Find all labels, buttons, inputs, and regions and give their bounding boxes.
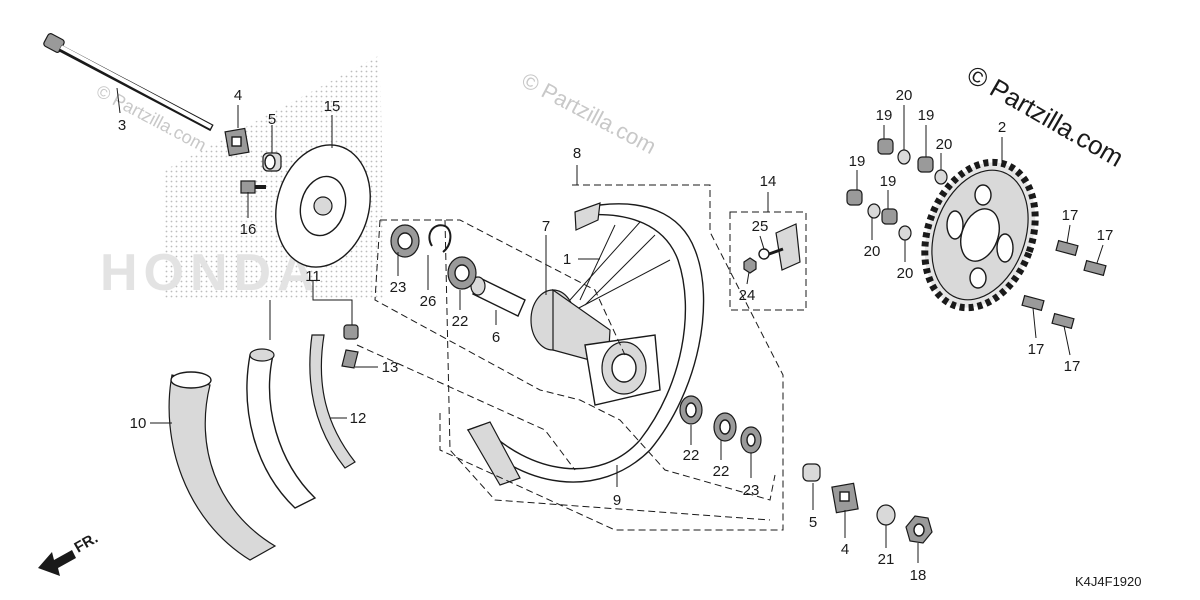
callout-8: 8 (573, 145, 581, 162)
callout-20-a: 20 (896, 87, 913, 104)
sprocket-bolt-a[interactable] (1055, 239, 1079, 257)
callout-17-c: 17 (1028, 341, 1045, 358)
callout-19-b: 19 (918, 107, 935, 124)
sprocket-nut-b[interactable] (917, 156, 934, 173)
callout-3: 3 (118, 117, 126, 134)
sprocket-washer-a[interactable] (897, 149, 911, 165)
callout-6: 6 (492, 329, 500, 346)
axle-part[interactable] (43, 33, 214, 132)
distance-collar[interactable] (470, 276, 526, 317)
sprocket-washer-b[interactable] (934, 169, 948, 185)
sprocket-bolt-c[interactable] (1021, 294, 1045, 312)
faint-watermark: © Partzilla.com (518, 67, 661, 159)
rim-lock-assembly[interactable] (743, 223, 801, 274)
washer-21[interactable] (876, 504, 896, 526)
callout-22-right-a: 22 (683, 447, 700, 464)
adjuster-plate-right[interactable] (831, 482, 859, 514)
callout-20-b: 20 (936, 136, 953, 153)
bearing-22-right-b[interactable] (713, 412, 737, 442)
callout-16: 16 (240, 221, 257, 238)
collar-left[interactable] (262, 152, 282, 172)
sprocket-nut-a[interactable] (877, 138, 894, 155)
callout-13: 13 (382, 359, 399, 376)
callout-25: 25 (752, 218, 769, 235)
bearing-22-left[interactable] (447, 256, 477, 290)
callout-19-a: 19 (876, 107, 893, 124)
callout-18: 18 (910, 567, 927, 584)
sprocket-washer-d[interactable] (898, 225, 912, 241)
partzilla-watermark: © Partzilla.com (962, 59, 1129, 173)
callout-11: 11 (305, 268, 321, 285)
leader-lines (116, 87, 1104, 563)
callout-26: 26 (420, 293, 437, 310)
callout-17-a: 17 (1062, 207, 1079, 224)
sprocket-bolt-d[interactable] (1051, 312, 1075, 330)
callout-24: 24 (739, 287, 756, 304)
valve-parts[interactable] (341, 324, 359, 369)
callout-23-left: 23 (390, 279, 407, 296)
axle-nut-18[interactable] (905, 515, 933, 544)
callout-12: 12 (350, 410, 367, 427)
callout-1: 1 (563, 251, 571, 268)
callout-17-b: 17 (1097, 227, 1114, 244)
adjuster-plate-left[interactable] (224, 127, 250, 157)
callout-2: 2 (998, 119, 1006, 136)
rim-band[interactable] (309, 334, 356, 469)
callout-9: 9 (613, 492, 621, 509)
front-direction-label: FR. (72, 530, 101, 557)
brake-disc[interactable] (263, 134, 384, 278)
tire[interactable] (168, 371, 277, 561)
callout-20-d: 20 (897, 265, 914, 282)
bearing-23-left[interactable] (390, 224, 420, 258)
sprocket-nut-d[interactable] (881, 208, 898, 225)
rim[interactable] (466, 202, 705, 486)
callout-22-left: 22 (452, 313, 469, 330)
callout-23-right: 23 (743, 482, 760, 499)
diagram-code: K4J4F1920 (1075, 574, 1142, 589)
callout-19-c: 19 (849, 153, 866, 170)
collar-right[interactable] (802, 463, 821, 482)
callout-4-left: 4 (234, 87, 242, 104)
callout-5-left: 5 (268, 111, 276, 128)
hub[interactable] (530, 288, 661, 406)
spokes (569, 221, 671, 311)
sprocket-nut-c[interactable] (846, 189, 863, 206)
callout-4-right: 4 (841, 541, 849, 558)
bearing-22-right-a[interactable] (679, 395, 703, 425)
sprocket-bolt-b[interactable] (1083, 259, 1107, 277)
circlip-26[interactable] (428, 224, 452, 253)
callout-19-d: 19 (880, 173, 897, 190)
callout-21: 21 (878, 551, 895, 568)
bearing-23-right[interactable] (740, 426, 762, 454)
callout-labels: 3 4 5 15 16 11 12 13 10 8 7 1 9 23 26 22… (118, 87, 1114, 584)
assembly-outlines (356, 184, 807, 531)
callout-15: 15 (324, 98, 341, 115)
honda-logo-text: HONDA (100, 244, 321, 302)
driven-sprocket[interactable] (905, 147, 1054, 324)
callout-20-c: 20 (864, 243, 881, 260)
callout-22-right-b: 22 (713, 463, 730, 480)
sprocket-washer-c[interactable] (867, 203, 881, 219)
callout-14: 14 (760, 173, 777, 190)
callout-10: 10 (130, 415, 147, 432)
callout-5-right: 5 (809, 514, 817, 531)
tube[interactable] (246, 348, 317, 509)
callout-17-d: 17 (1064, 358, 1081, 375)
front-direction-arrow: FR. (38, 530, 101, 576)
callout-7: 7 (542, 218, 550, 235)
